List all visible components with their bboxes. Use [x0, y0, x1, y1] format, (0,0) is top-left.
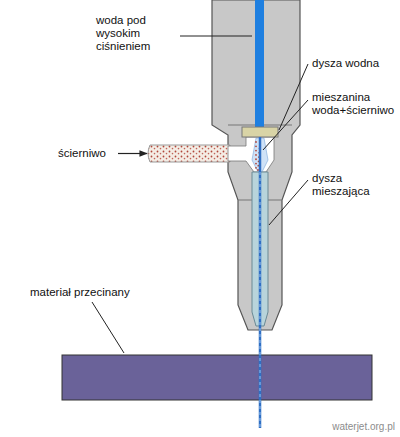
callout-label: materiał przecinany	[30, 286, 130, 299]
callout-label: ścierniwo	[58, 147, 106, 160]
leader-line	[180, 36, 252, 37]
abrasive-grain	[255, 150, 257, 152]
leader-line	[263, 100, 308, 150]
abrasive-inlet	[148, 145, 230, 162]
callout-label: dysza wodna	[312, 57, 379, 70]
watermark: waterjet.org.pl	[332, 421, 395, 433]
feed-arrow	[118, 153, 147, 154]
water-channel	[255, 0, 264, 127]
callout-label: dysza mieszająca	[312, 172, 396, 198]
abrasive-grain	[257, 169, 259, 171]
abrasive-grain	[255, 167, 257, 169]
abrasive-grain	[255, 141, 257, 143]
water-nozzle	[242, 127, 278, 137]
head-housing	[212, 0, 300, 330]
abrasive-grain	[255, 163, 257, 165]
abrasive-grain	[255, 158, 257, 160]
leader-line	[279, 64, 308, 130]
workpiece	[62, 355, 372, 400]
callout-label: mieszanina woda+ścierniwo	[312, 91, 396, 117]
abrasive-grain	[255, 154, 257, 156]
leader-line	[92, 302, 124, 353]
mixing-chamber	[228, 137, 274, 172]
water-jet-core	[260, 172, 261, 428]
water-jet	[259, 137, 262, 428]
callout-label: woda pod wysokim ciśnieniem	[96, 14, 178, 53]
abrasive-grain	[255, 145, 257, 147]
leader-line	[269, 180, 308, 225]
